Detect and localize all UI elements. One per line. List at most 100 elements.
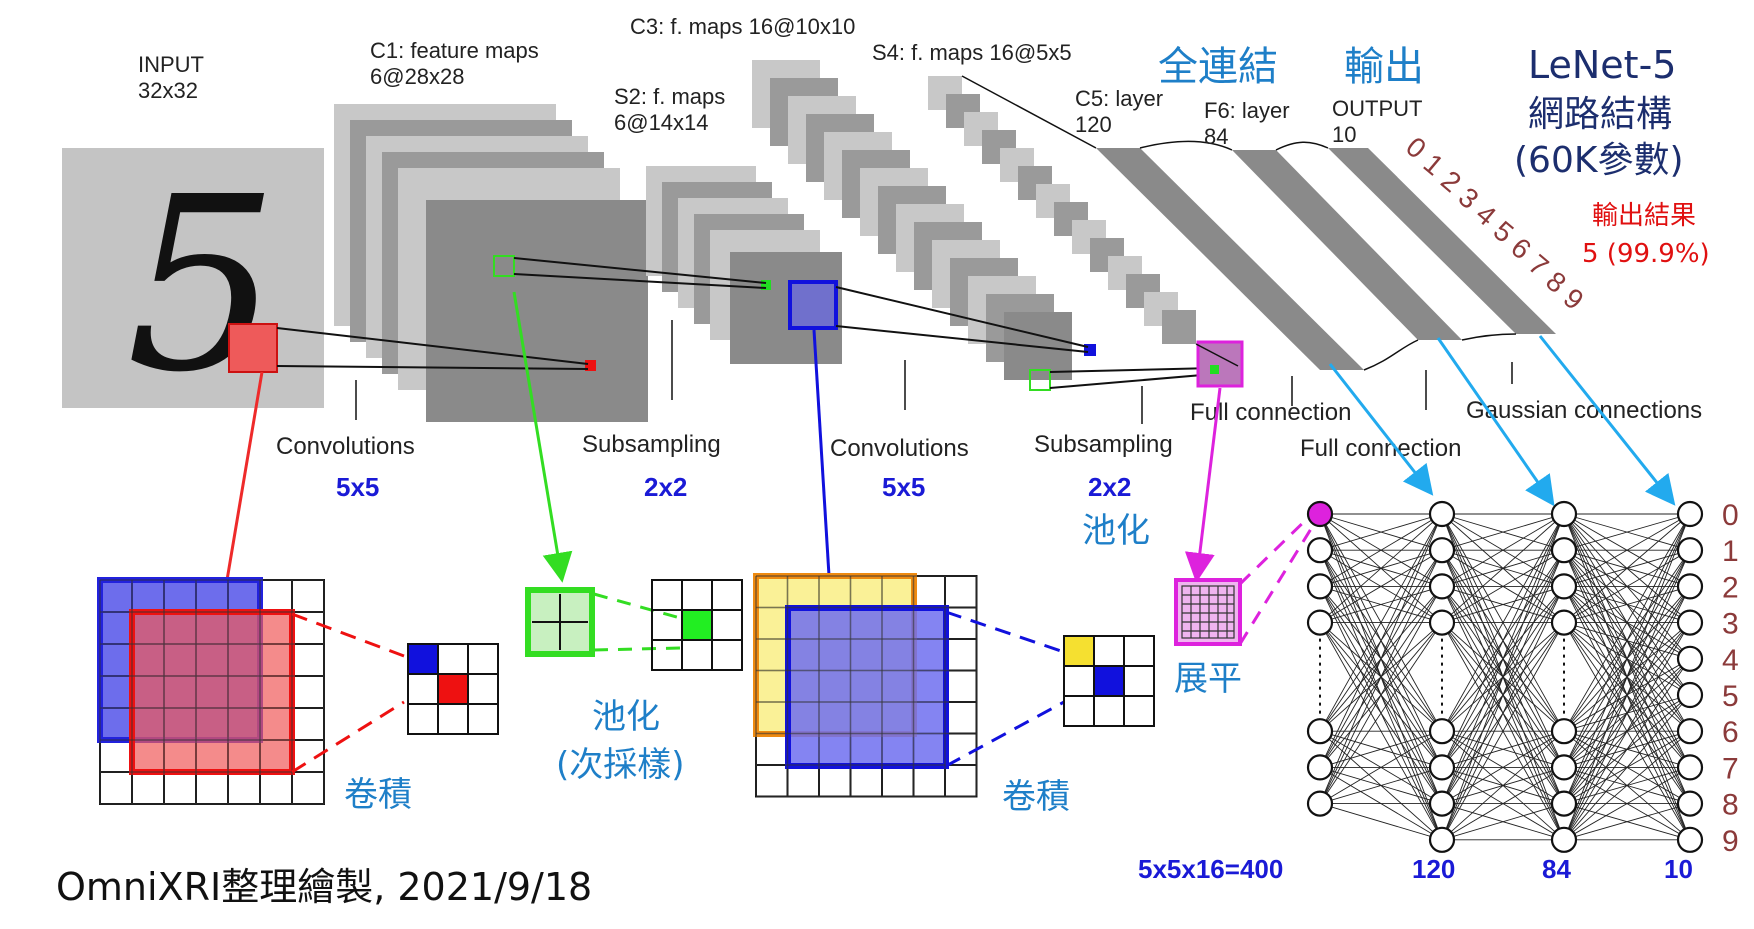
fc-node [1428,537,1456,564]
fc-node [1676,500,1704,528]
c1-size: 6@28x28 [370,64,465,89]
fc-node [1428,573,1456,600]
op-subsampling-2: Subsampling [1034,431,1173,458]
fc-node [1428,718,1456,745]
fc-node [1306,500,1334,528]
conv1-red-window [129,609,295,775]
conv2-output-grid [1063,635,1155,727]
output-index-5: 5 [1722,680,1739,713]
output-index-2: 2 [1722,571,1739,604]
op-sub1-size: 2x2 [644,472,687,502]
output-layer [1328,148,1556,334]
op-subsampling-1: Subsampling [582,431,721,458]
pool-cn-sublabel: (次採樣) [556,745,685,785]
c1-title: C1: feature maps [370,38,539,63]
s4-feature-maps [928,76,1196,344]
output-digit-9: 9 [1558,282,1590,316]
f6-title: F6: layer [1204,98,1290,123]
output-index-3: 3 [1722,608,1739,641]
pool-output-grid [651,579,743,671]
fc-layer-size-84: 84 [1542,854,1571,884]
title-lenet5: LeNet-5 [1528,43,1676,87]
input-receptive-field [228,323,278,373]
fc-node [1550,500,1578,528]
fc-node [1676,681,1704,709]
f6-layer [1232,150,1462,340]
title-params: (60K參數) [1514,140,1684,181]
fc-layer-size-400: 5x5x16=400 [1138,854,1283,884]
fc-node [1306,754,1334,781]
fc-node [1306,573,1334,600]
c5-title: C5: layer [1075,86,1163,111]
conv2-blue-window [785,605,949,769]
fc-node [1676,826,1704,853]
result-value: 5 (99.9%) [1582,239,1710,269]
fc-node [1306,537,1334,564]
op-sub2-cn: 池化 [1082,511,1150,551]
fc-node [1428,609,1456,636]
fc-layer-size-120: 120 [1412,854,1455,884]
conv1-output-grid [407,643,499,735]
pool-cn-label: 池化 [592,697,660,737]
fc-node [1550,537,1578,564]
c5-size: 120 [1075,112,1112,137]
fc-network-nodes [1306,500,1704,853]
fc-node [1676,754,1704,781]
flatten-cn-label: 展平 [1174,659,1242,699]
fc-node [1550,826,1578,853]
conv2-cn-label: 卷積 [1002,777,1070,817]
input-title: INPUT [138,52,204,77]
output-title: OUTPUT [1332,96,1422,121]
op-conv1-kernel: 5x5 [336,472,379,502]
result-label: 輸出結果 [1592,201,1696,231]
output-index-4: 4 [1722,644,1739,677]
flatten-block [1174,578,1242,646]
op-full-connection-2: Full connection [1300,435,1461,462]
fc-node [1676,790,1704,817]
s4-title: S4: f. maps 16@5x5 [872,40,1072,65]
output-index-1: 1 [1722,535,1739,568]
input-digit: 5 [126,145,279,425]
output-index-7: 7 [1722,752,1739,785]
op-convolutions-2: Convolutions [830,435,969,462]
fc-node [1676,609,1704,636]
s2-title: S2: f. maps [614,84,725,109]
fc-node [1550,573,1578,600]
input-layer: 5 [62,145,324,425]
output-index-6: 6 [1722,716,1739,749]
op-conv2-kernel: 5x5 [882,472,925,502]
fc-node [1676,718,1704,745]
c1-feature-maps [334,104,648,422]
f6-size: 84 [1204,124,1228,149]
fc-node [1306,790,1334,817]
op-sub2-size: 2x2 [1088,472,1131,502]
credit-text: OmniXRI整理繪製, 2021/9/18 [56,865,592,909]
fc-node [1676,573,1704,600]
fc-node [1550,718,1578,745]
s2-size: 6@14x14 [614,110,709,135]
fc-node [1428,826,1456,853]
fc-network-edges [1319,513,1691,841]
output-index-9: 9 [1722,825,1739,858]
fc-node [1428,500,1456,528]
fc-node [1306,718,1334,745]
fc-node [1428,754,1456,781]
fc-node [1550,754,1578,781]
op-gaussian-connections: Gaussian connections [1466,397,1702,424]
c3-feature-maps [752,60,1072,380]
output-index-0: 0 [1722,499,1739,532]
fc-node [1550,609,1578,636]
output-index-8: 8 [1722,789,1739,822]
input-size: 32x32 [138,78,198,103]
s2-feature-maps [646,166,842,364]
fc-node [1550,790,1578,817]
op-full-connection-1: Full connection [1190,399,1351,426]
fc-layer-size-10: 10 [1664,854,1693,884]
fc-node [1428,790,1456,817]
heading-full-connection-cn: 全連結 [1158,44,1278,90]
output-size: 10 [1332,122,1356,147]
fc-node [1306,609,1334,636]
op-convolutions-1: Convolutions [276,433,415,460]
conv1-cn-label: 卷積 [344,775,412,815]
c5-layer [1096,148,1364,370]
